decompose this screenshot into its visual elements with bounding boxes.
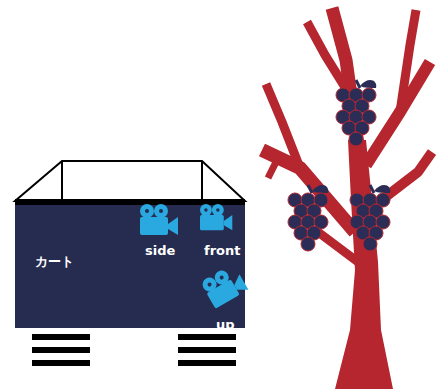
cart-top [15, 161, 245, 201]
grape-clusters [288, 80, 390, 251]
grape-tree [262, 8, 432, 389]
cart-wheels [32, 334, 236, 366]
camera-label: side [145, 243, 175, 258]
camera-label: front [204, 243, 240, 258]
node-text: カート [35, 253, 74, 271]
camera-label: up [216, 317, 235, 332]
